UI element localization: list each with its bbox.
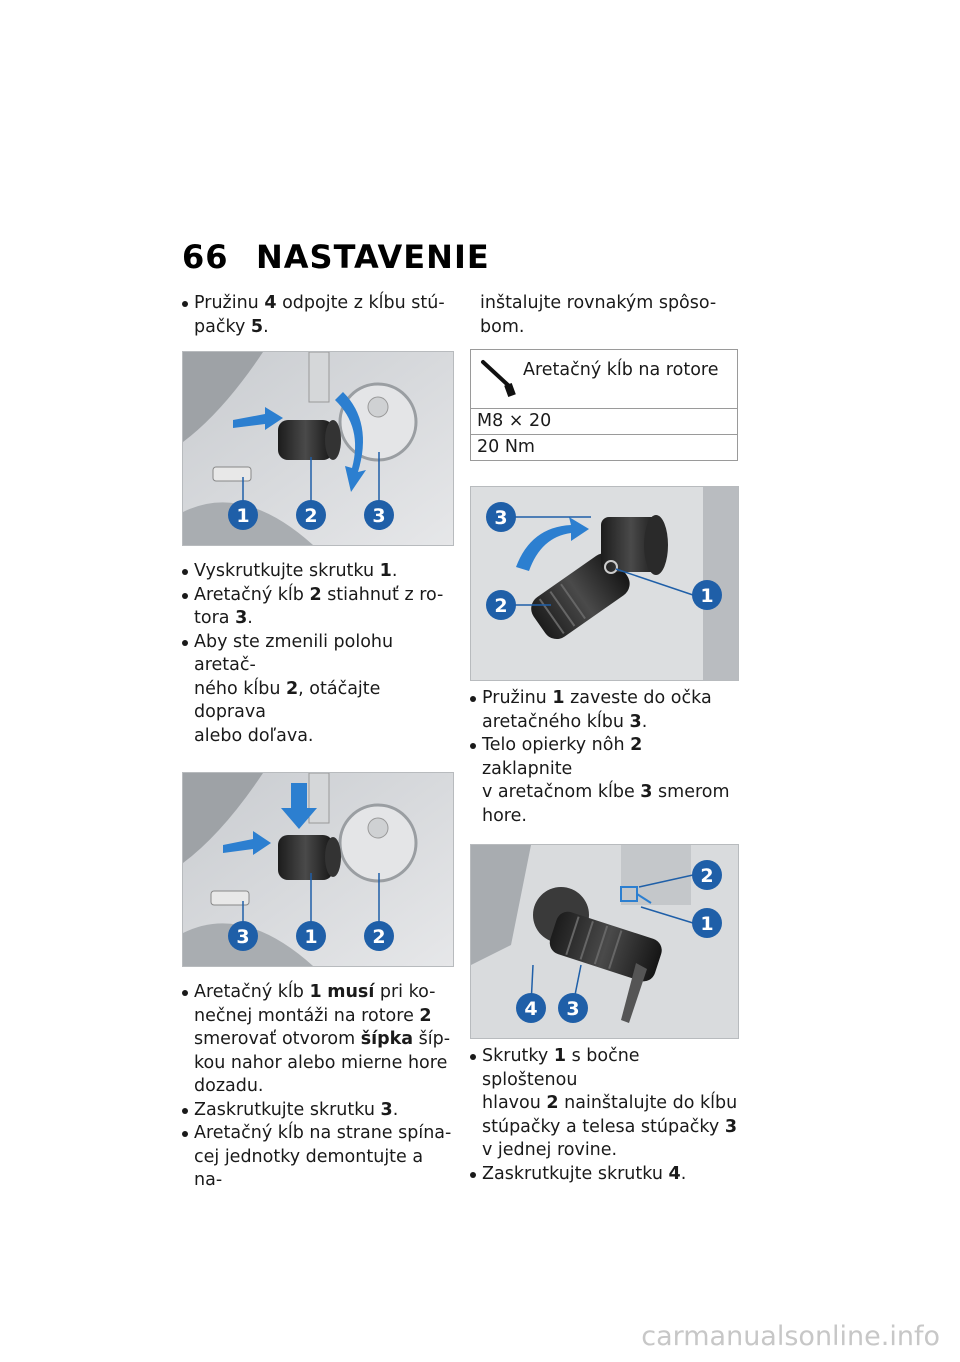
right-column: inštalujte rovnakým spôso- bom. Aretačný…	[470, 292, 739, 1187]
instruction-2: Vyskrutkujte skrutku 1.	[182, 560, 452, 584]
torque-wrench-icon	[481, 360, 516, 398]
page-title: NASTAVENIE	[256, 238, 490, 276]
figure-install-screws: 2 1 4 3	[470, 844, 739, 1039]
callout-1: 1	[236, 505, 249, 527]
instruction-continued: inštalujte rovnakým spôso- bom.	[480, 293, 717, 337]
spec-title: Aretačný kĺb na rotore	[523, 360, 719, 380]
instruction-7: Aretačný kĺb na strane spína- cej jednot…	[182, 1122, 452, 1193]
left-column: Pružinu 4 odpojte z kĺbu stú- pačky 5.	[182, 292, 454, 1193]
page-header: 66 NASTAVENIE	[182, 238, 490, 276]
figure-hook-spring: 3 2 1	[470, 486, 739, 681]
figure-unscrew-joint: 1 2 3	[182, 351, 454, 546]
callout-1: 1	[700, 585, 713, 607]
callout-3: 3	[372, 505, 385, 527]
callout-2: 2	[494, 595, 507, 617]
torque-spec-table: Aretačný kĺb na rotore M8 × 20 20 Nm	[470, 349, 738, 461]
callout-1: 1	[304, 926, 317, 948]
watermark: carmanualsonline.info	[641, 1321, 940, 1352]
instruction-5: Aretačný kĺb 1 musí pri ko- nečnej montá…	[182, 981, 452, 1099]
callout-2: 2	[700, 865, 713, 887]
instruction-11: Zaskrutkujte skrutku 4.	[470, 1163, 738, 1187]
spec-torque: 20 Nm	[477, 437, 535, 457]
figure-joint-orientation: 3 1 2	[182, 772, 454, 967]
callout-4: 4	[524, 998, 537, 1020]
instruction-1: Pružinu 4 odpojte z kĺbu stú- pačky 5.	[182, 292, 452, 339]
callout-3: 3	[494, 507, 507, 529]
instruction-9: Telo opierky nôh 2 zaklapnite v aretačno…	[470, 734, 738, 828]
callout-1: 1	[700, 913, 713, 935]
instruction-6: Zaskrutkujte skrutku 3.	[182, 1099, 452, 1123]
callout-2: 2	[372, 926, 385, 948]
instruction-10: Skrutky 1 s bočne sploštenou hlavou 2 na…	[470, 1045, 738, 1163]
instruction-8: Pružinu 1 zaveste do očka aretačného kĺb…	[470, 687, 738, 734]
page-number: 66	[182, 238, 229, 276]
callout-3: 3	[566, 998, 579, 1020]
instruction-4: Aby ste zmenili polohu aretač- ného kĺbu…	[182, 631, 452, 749]
instruction-3: Aretačný kĺb 2 stiahnuť z ro- tora 3.	[182, 584, 452, 631]
callout-2: 2	[304, 505, 317, 527]
spec-thread: M8 × 20	[471, 409, 737, 435]
callout-3: 3	[236, 926, 249, 948]
